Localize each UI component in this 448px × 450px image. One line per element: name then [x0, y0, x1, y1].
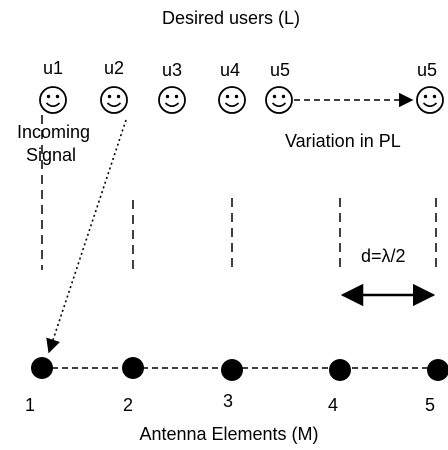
footer-label: Antenna Elements (M) — [139, 424, 319, 444]
antenna-element-2 — [122, 357, 144, 379]
element-number-4: 4 — [327, 395, 339, 415]
smiley-icon-u3 — [158, 86, 186, 114]
element-number-3: 3 — [222, 391, 234, 411]
antenna-element-3 — [221, 359, 243, 381]
smiley-icon-u1 — [39, 86, 67, 114]
user-label-u1: u1 — [42, 58, 64, 78]
element-number-2: 2 — [122, 395, 134, 415]
smiley-icon-u5-moved — [416, 86, 444, 114]
smiley-icon-u5 — [265, 86, 293, 114]
antenna-element-4 — [329, 359, 351, 381]
smiley-icon-u2 — [100, 86, 128, 114]
user-label-u5: u5 — [269, 60, 291, 80]
user-label-u3: u3 — [161, 60, 183, 80]
element-number-5: 5 — [424, 395, 436, 415]
diagram-title: Desired users (L) — [161, 8, 301, 28]
variation-label: Variation in PL — [285, 131, 401, 151]
incoming-signal-label-line2: Signal — [26, 145, 77, 165]
antenna-element-1 — [31, 357, 53, 379]
user-label-u5-moved: u5 — [416, 60, 438, 80]
spacing-label: d=λ/2 — [359, 246, 408, 266]
incoming-signal-arrow — [46, 119, 127, 354]
incoming-signal-label-line1: Incoming — [17, 122, 91, 142]
smiley-icon-u4 — [218, 86, 246, 114]
antenna-element-5 — [427, 359, 448, 381]
element-number-1: 1 — [24, 395, 36, 415]
user-label-u2: u2 — [103, 58, 125, 78]
user-label-u4: u4 — [219, 60, 241, 80]
